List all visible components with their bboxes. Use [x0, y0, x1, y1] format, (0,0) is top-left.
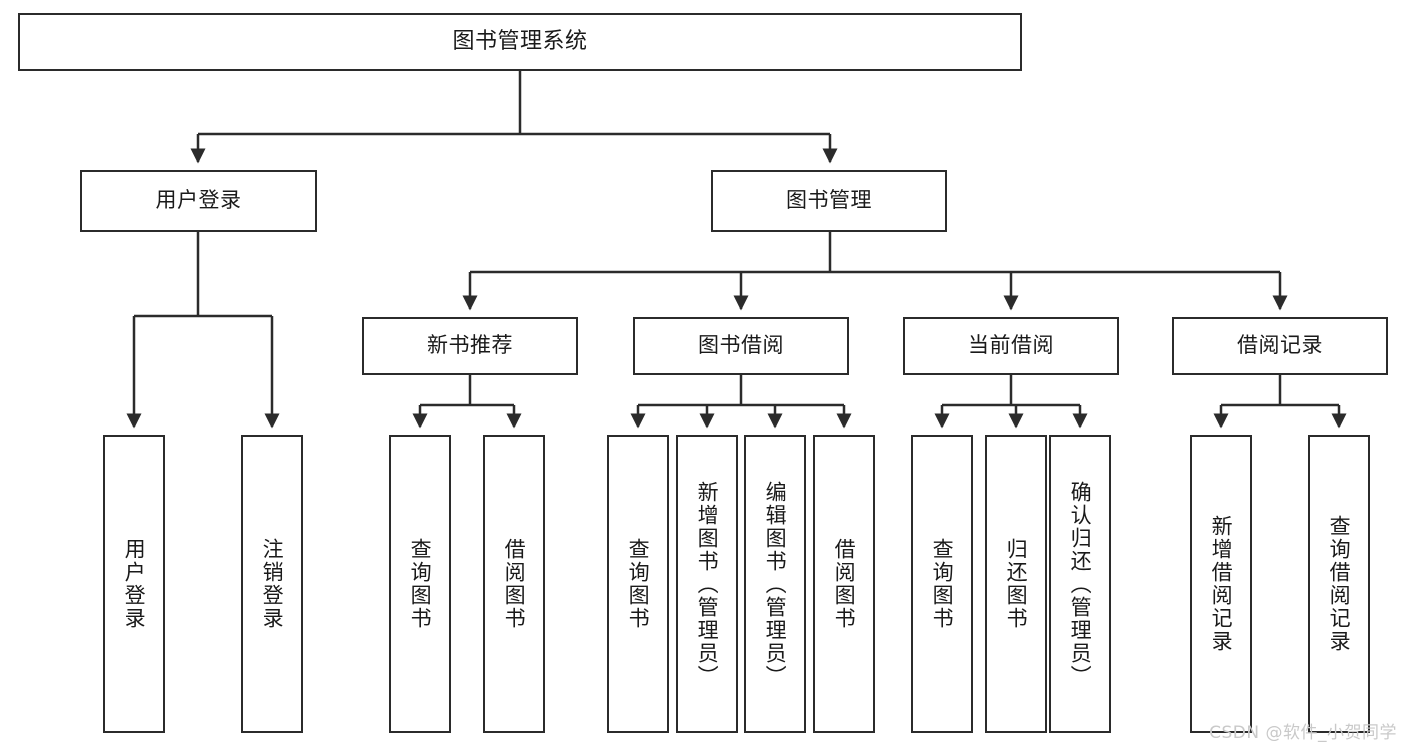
watermark: CSDN @软件_小贺同学	[1209, 723, 1397, 743]
leaf-add-book-admin[interactable]: 新增图书（管理员）	[676, 435, 738, 733]
node-root[interactable]: 图书管理系统	[18, 13, 1022, 71]
leaf-confirm-return-admin-label: 确认归还（管理员）	[1068, 480, 1093, 688]
node-book-borrow-label: 图书借阅	[698, 333, 784, 358]
leaf-add-borrow-record-label: 新增借阅记录	[1209, 515, 1234, 653]
leaf-confirm-return-admin[interactable]: 确认归还（管理员）	[1049, 435, 1111, 733]
leaf-query-borrow-record[interactable]: 查询借阅记录	[1308, 435, 1370, 733]
leaf-user-login-label: 用户登录	[122, 538, 147, 630]
leaf-query-book-newbook[interactable]: 查询图书	[389, 435, 451, 733]
node-current-borrow[interactable]: 当前借阅	[903, 317, 1119, 375]
leaf-edit-book-admin[interactable]: 编辑图书（管理员）	[744, 435, 806, 733]
leaf-query-book-borrow-label: 查询图书	[626, 538, 651, 630]
node-new-book-recommend[interactable]: 新书推荐	[362, 317, 578, 375]
leaf-add-borrow-record[interactable]: 新增借阅记录	[1190, 435, 1252, 733]
leaf-add-book-admin-label: 新增图书（管理员）	[695, 480, 720, 688]
leaf-lend-book-label: 借阅图书	[832, 538, 857, 630]
leaf-query-book-newbook-label: 查询图书	[408, 538, 433, 630]
leaf-logout-label: 注销登录	[260, 538, 285, 630]
node-book-management-label: 图书管理	[786, 188, 872, 213]
leaf-lend-book[interactable]: 借阅图书	[813, 435, 875, 733]
leaf-logout[interactable]: 注销登录	[241, 435, 303, 733]
leaf-user-login[interactable]: 用户登录	[103, 435, 165, 733]
leaf-query-borrow-record-label: 查询借阅记录	[1327, 515, 1352, 653]
node-current-borrow-label: 当前借阅	[968, 333, 1054, 358]
leaf-return-book[interactable]: 归还图书	[985, 435, 1047, 733]
leaf-query-book-current-label: 查询图书	[930, 538, 955, 630]
node-borrow-records-label: 借阅记录	[1237, 333, 1323, 358]
leaf-borrow-book-newbook[interactable]: 借阅图书	[483, 435, 545, 733]
node-book-management[interactable]: 图书管理	[711, 170, 947, 232]
node-root-label: 图书管理系统	[452, 28, 588, 54]
node-user-login[interactable]: 用户登录	[80, 170, 317, 232]
leaf-query-book-current[interactable]: 查询图书	[911, 435, 973, 733]
leaf-borrow-book-newbook-label: 借阅图书	[502, 538, 527, 630]
node-new-book-recommend-label: 新书推荐	[427, 333, 513, 358]
node-borrow-records[interactable]: 借阅记录	[1172, 317, 1388, 375]
leaf-edit-book-admin-label: 编辑图书（管理员）	[763, 480, 788, 688]
node-book-borrow[interactable]: 图书借阅	[633, 317, 849, 375]
leaf-query-book-borrow[interactable]: 查询图书	[607, 435, 669, 733]
leaf-return-book-label: 归还图书	[1004, 538, 1029, 630]
node-user-login-label: 用户登录	[155, 188, 242, 213]
